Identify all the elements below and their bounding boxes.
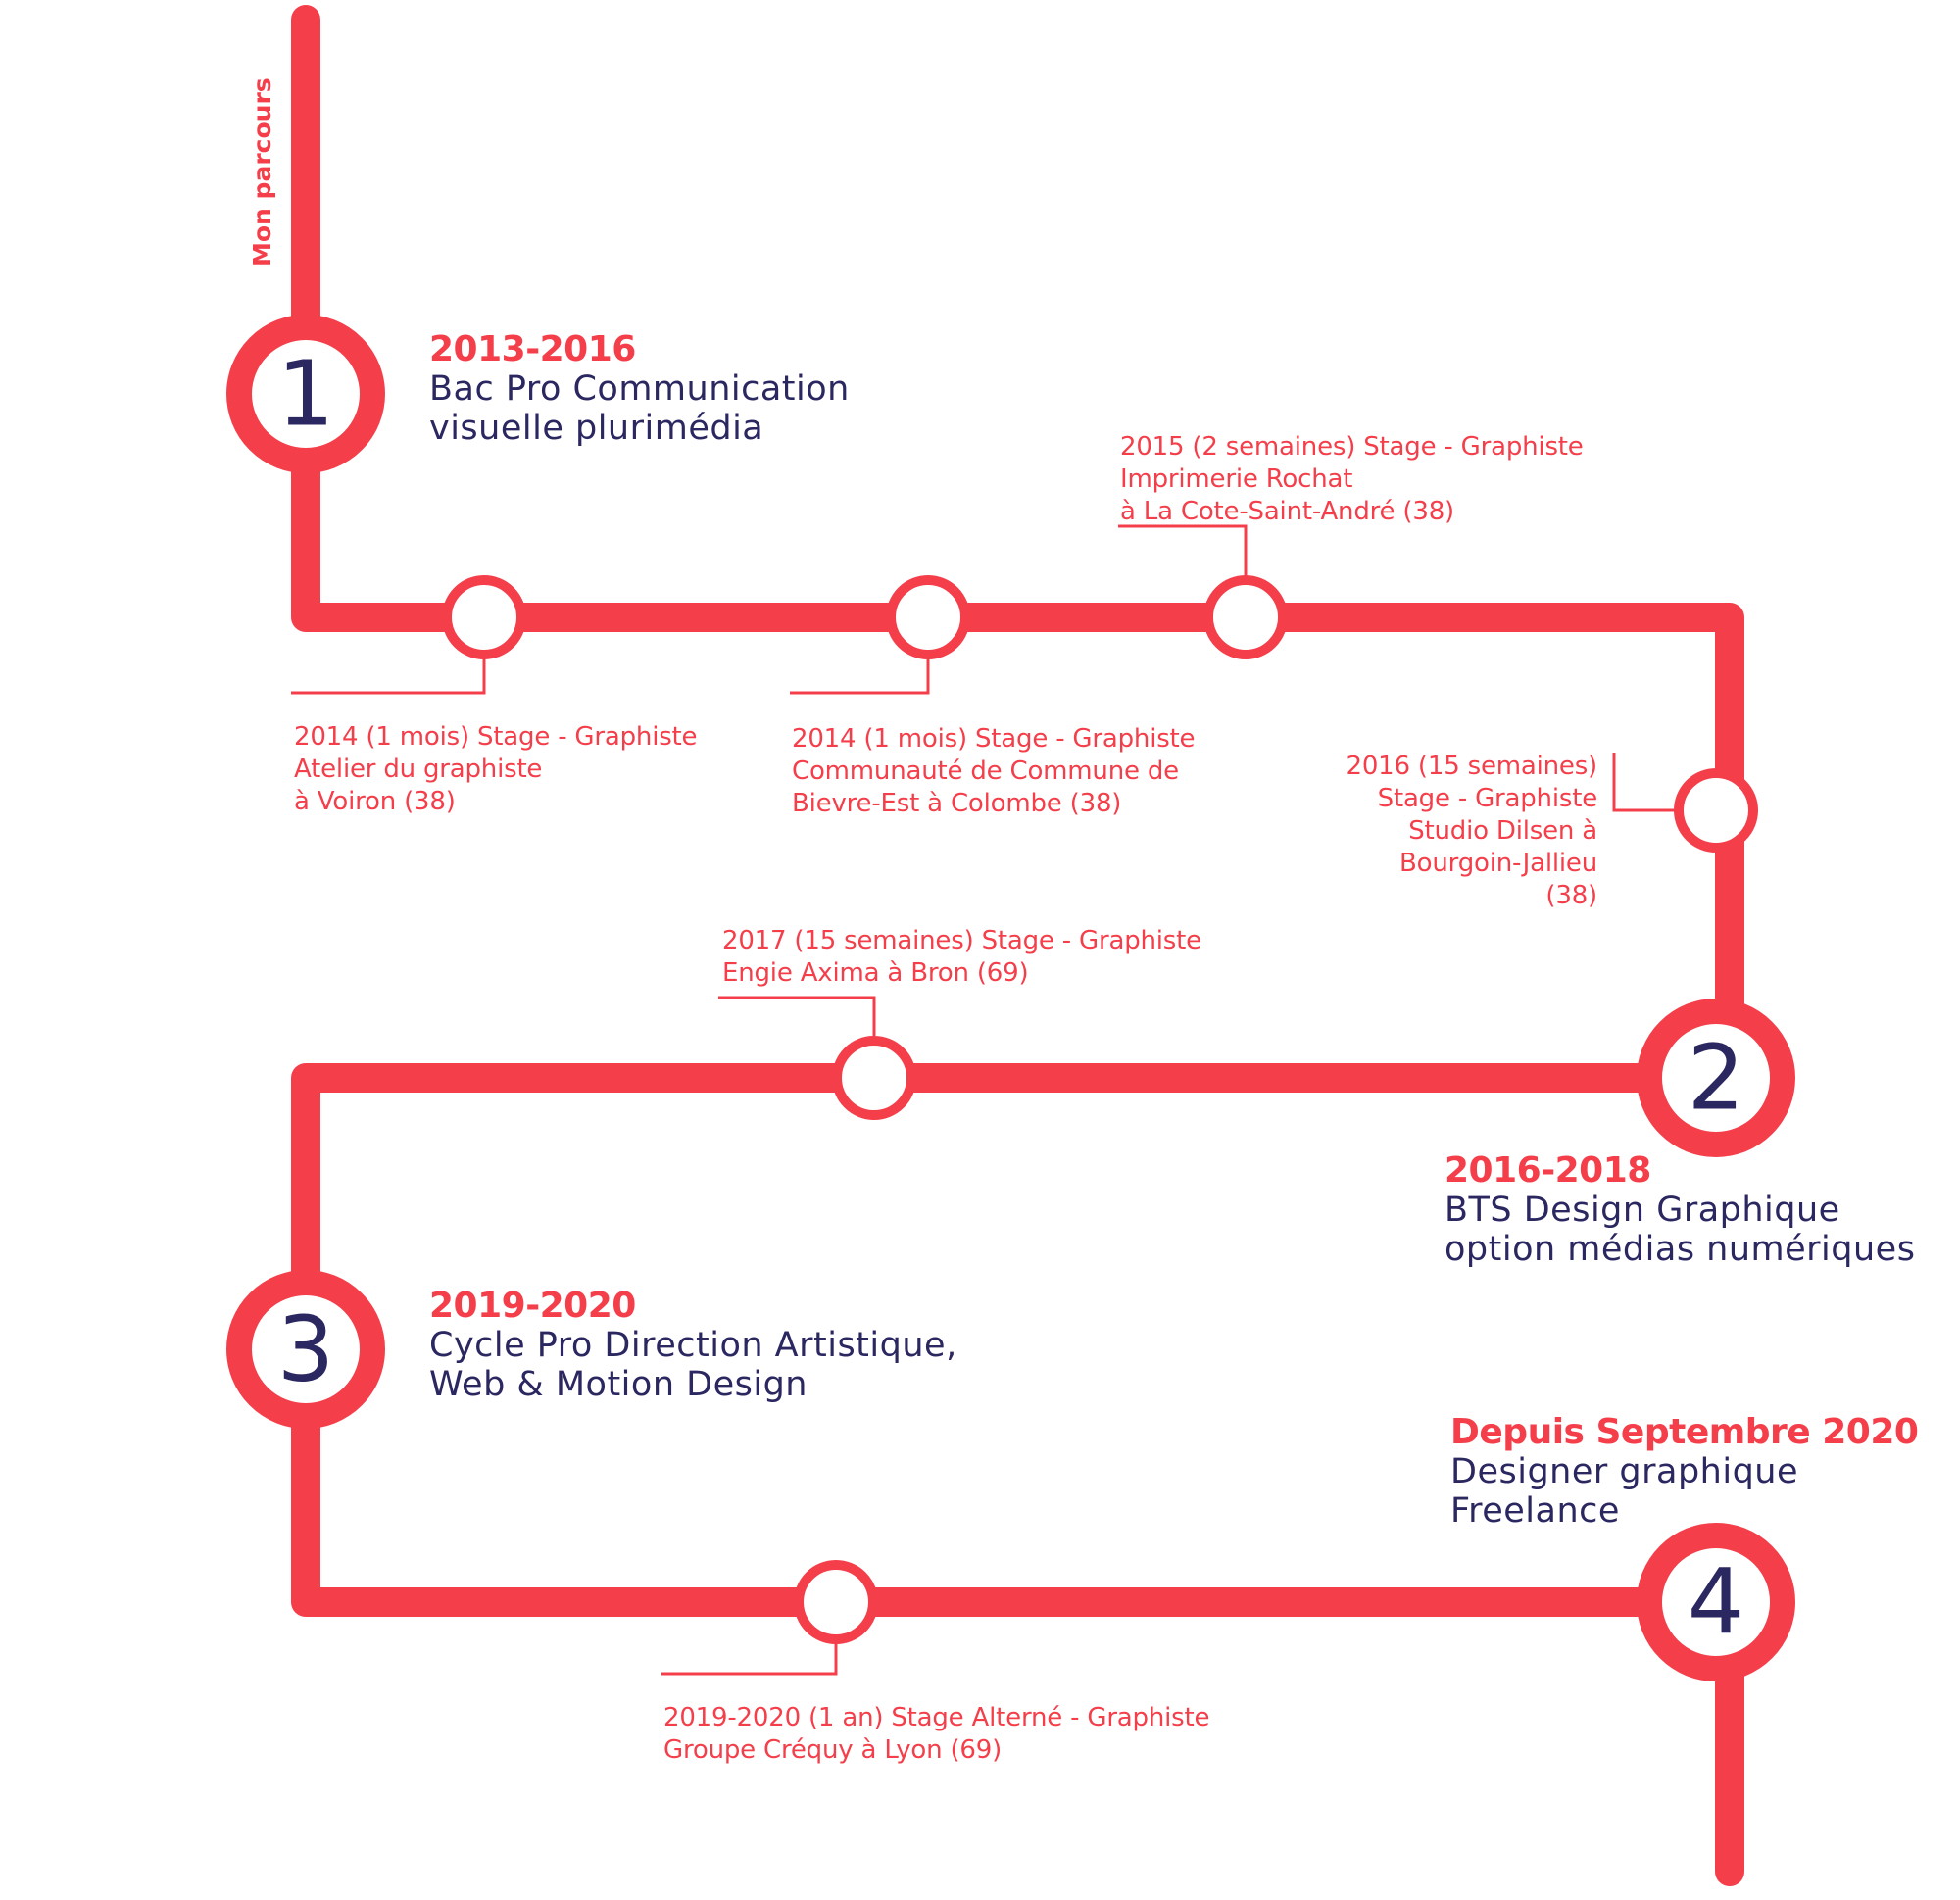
milestone-1-title-line-2: visuelle plurimédia — [429, 409, 764, 448]
milestone-4-year: Depuis Septembre 2020 — [1450, 1412, 1919, 1452]
milestone-number-2: 2 — [1688, 1026, 1745, 1131]
internship-4-line-5: (38) — [1545, 881, 1597, 910]
internship-4-text: 2016 (15 semaines) Stage - Graphiste Stu… — [1303, 751, 1597, 912]
internship-6-text: 2019-2020 (1 an) Stage Alterné - Graphis… — [663, 1702, 1209, 1767]
milestone-number-4: 4 — [1688, 1550, 1745, 1655]
milestone-circle-4 — [1637, 1523, 1795, 1681]
milestone-circle-2 — [1637, 999, 1795, 1157]
milestone-2-text: 2016-2018 BTS Design Graphique option mé… — [1445, 1150, 1916, 1270]
vertical-title: Mon parcours — [248, 77, 276, 267]
internship-2-line-2: Communauté de Commune de — [792, 756, 1179, 786]
internship-5-line-2: Engie Axima à Bron (69) — [722, 958, 1029, 988]
internship-3-text: 2015 (2 semaines) Stage - Graphiste Impr… — [1120, 431, 1584, 528]
stop-internship-5 — [832, 1036, 916, 1120]
milestone-3-title-line-2: Web & Motion Design — [429, 1365, 808, 1404]
internship-1-line-1: 2014 (1 mois) Stage - Graphiste — [294, 722, 698, 752]
stop-internship-4 — [1674, 768, 1758, 853]
milestone-4-title-line-1: Designer graphique — [1450, 1452, 1799, 1491]
internship-3-line-3: à La Cote-Saint-André (38) — [1120, 497, 1454, 526]
internship-3-line-2: Imprimerie Rochat — [1120, 464, 1353, 494]
milestone-number-1: 1 — [277, 342, 335, 447]
milestone-3-year: 2019-2020 — [429, 1286, 636, 1326]
stop-internship-1 — [442, 575, 526, 659]
internship-1-line-3: à Voiron (38) — [294, 787, 456, 816]
internship-1-text: 2014 (1 mois) Stage - Graphiste Atelier … — [294, 721, 698, 818]
stop-internship-3 — [1203, 575, 1288, 659]
internship-3-line-1: 2015 (2 semaines) Stage - Graphiste — [1120, 432, 1584, 462]
internship-2-text: 2014 (1 mois) Stage - Graphiste Communau… — [792, 723, 1196, 820]
milestone-circle-1 — [226, 315, 385, 473]
milestone-1-title-line-1: Bac Pro Communication — [429, 369, 850, 409]
internship-4-line-2: Stage - Graphiste — [1377, 784, 1598, 813]
stop-internship-2 — [886, 575, 970, 659]
milestone-3-text: 2019-2020 Cycle Pro Direction Artistique… — [429, 1286, 957, 1405]
internship-2-line-3: Bievre-Est à Colombe (38) — [792, 789, 1122, 818]
milestone-2-title-line-1: BTS Design Graphique — [1445, 1191, 1840, 1230]
milestone-4-text: Depuis Septembre 2020 Designer graphique… — [1450, 1412, 1919, 1532]
milestone-3-title-line-1: Cycle Pro Direction Artistique, — [429, 1326, 957, 1365]
internship-6-line-1: 2019-2020 (1 an) Stage Alterné - Graphis… — [663, 1703, 1210, 1732]
milestone-2-year: 2016-2018 — [1445, 1150, 1651, 1191]
milestone-1-text: 2013-2016 Bac Pro Communication visuelle… — [429, 329, 850, 449]
internship-5-text: 2017 (15 semaines) Stage - Graphiste Eng… — [722, 925, 1201, 990]
milestone-circle-3 — [226, 1270, 385, 1429]
internship-4-line-4: Bourgoin-Jallieu — [1399, 849, 1597, 878]
internship-5-line-1: 2017 (15 semaines) Stage - Graphiste — [722, 926, 1201, 955]
internship-4-line-3: Studio Dilsen à — [1408, 816, 1597, 846]
milestone-2-title-line-2: option médias numériques — [1445, 1230, 1916, 1269]
internship-2-line-1: 2014 (1 mois) Stage - Graphiste — [792, 724, 1196, 754]
milestone-4-title-line-2: Freelance — [1450, 1491, 1620, 1531]
internship-6-line-2: Groupe Créquy à Lyon (69) — [663, 1735, 1003, 1765]
milestone-number-3: 3 — [277, 1297, 335, 1402]
stop-internship-6 — [794, 1560, 878, 1644]
milestone-1-year: 2013-2016 — [429, 329, 636, 369]
internship-1-line-2: Atelier du graphiste — [294, 755, 543, 784]
route-line — [291, 5, 1744, 1886]
internship-4-line-1: 2016 (15 semaines) — [1346, 752, 1597, 781]
